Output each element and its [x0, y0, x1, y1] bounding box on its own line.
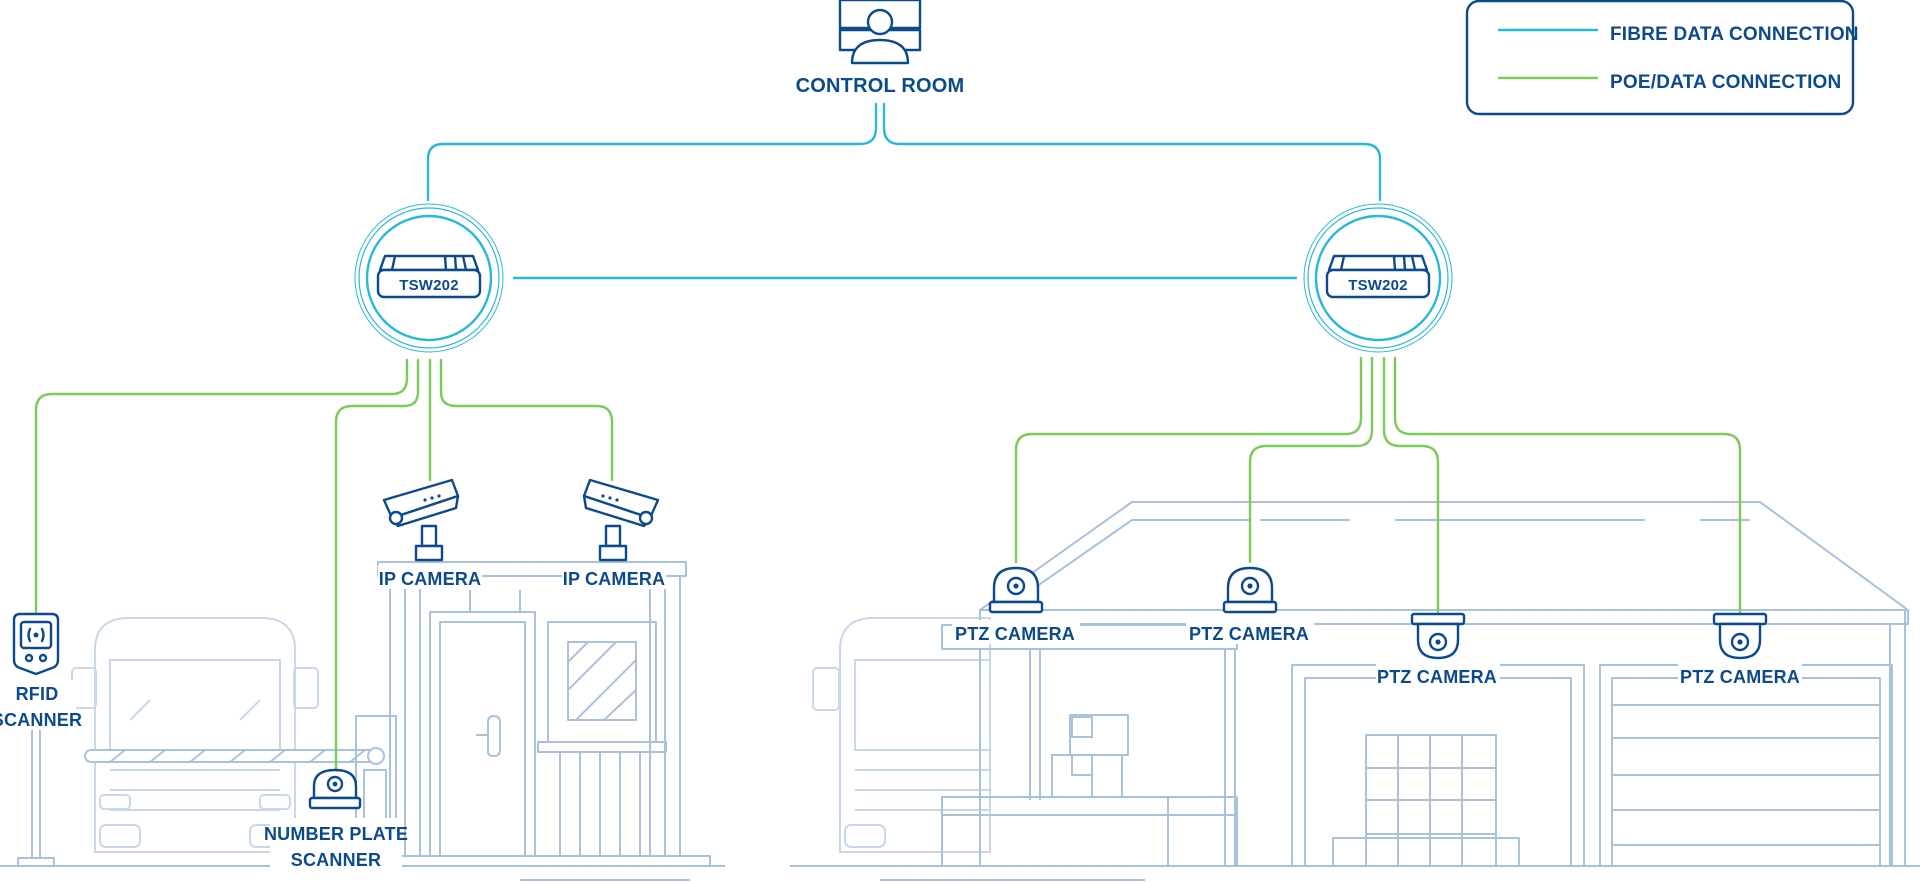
barrier-gate-illustration [84, 715, 397, 867]
background-left-scene [0, 561, 725, 881]
guard-booth-illustration [377, 561, 711, 867]
legend-poe-label: POE/DATA CONNECTION [1610, 72, 1841, 93]
ptz-camera-2-label: PTZ CAMERA [1189, 624, 1309, 644]
ptz-camera-1-label: PTZ CAMERA [955, 624, 1075, 644]
poe-connections [34, 356, 1742, 774]
rfid-scanner-node[interactable]: RFID SCANNER [0, 612, 82, 730]
dome-camera-icon [1410, 612, 1466, 660]
rfid-scanner-label-line2: SCANNER [0, 710, 82, 730]
switch-right-node[interactable]: TSW202 [1303, 203, 1453, 353]
ptz-camera-4-label: PTZ CAMERA [1680, 667, 1800, 687]
ip-camera-1-label: IP CAMERA [379, 569, 481, 589]
number-plate-label-line1: NUMBER PLATE [264, 824, 408, 844]
rfid-scanner-label-line1: RFID [16, 684, 59, 704]
cctv-camera-icon [382, 478, 460, 562]
number-plate-label-line2: SCANNER [291, 850, 381, 870]
switch-ring [354, 203, 504, 353]
anpr-camera-icon [308, 768, 362, 810]
ptz-camera-2-node[interactable]: PTZ CAMERA [1186, 566, 1314, 644]
ptz-camera-3-node[interactable]: PTZ CAMERA [1376, 612, 1500, 687]
ip-camera-2-node[interactable]: IP CAMERA [562, 478, 666, 589]
fibre-connections [426, 102, 1382, 280]
ptz-camera-4-node[interactable]: PTZ CAMERA [1678, 612, 1802, 687]
dome-camera-icon [1712, 612, 1768, 660]
control-room-node[interactable]: CONTROL ROOM [796, 0, 965, 97]
network-switch-icon [376, 254, 482, 299]
rfid-reader-icon [12, 612, 60, 676]
legend-fibre-label: FIBRE DATA CONNECTION [1610, 24, 1859, 45]
legend-box [1465, 0, 1855, 116]
network-switch-icon [1325, 254, 1431, 299]
cctv-camera-icon [582, 478, 660, 562]
dome-camera-icon [988, 566, 1044, 614]
ip-camera-1-node[interactable]: IP CAMERA [378, 478, 482, 589]
background-right-scene [790, 501, 1920, 881]
operator-icon [838, 0, 922, 65]
switch-left-node[interactable]: TSW202 [354, 203, 504, 353]
truck-left-illustration [71, 617, 319, 853]
switch-ring [1303, 203, 1453, 353]
dome-camera-icon [1222, 566, 1278, 614]
ptz-camera-3-label: PTZ CAMERA [1377, 667, 1497, 687]
ip-camera-2-label: IP CAMERA [563, 569, 665, 589]
legend: FIBRE DATA CONNECTION POE/DATA CONNECTIO… [1465, 0, 1859, 116]
control-room-label: CONTROL ROOM [796, 75, 965, 97]
number-plate-scanner-node[interactable]: NUMBER PLATE SCANNER [264, 768, 408, 870]
switch-left-label: TSW202 [399, 277, 459, 294]
truck-right-illustration [812, 617, 991, 853]
switch-right-label: TSW202 [1348, 277, 1408, 294]
ptz-camera-1-node[interactable]: PTZ CAMERA [952, 566, 1080, 644]
